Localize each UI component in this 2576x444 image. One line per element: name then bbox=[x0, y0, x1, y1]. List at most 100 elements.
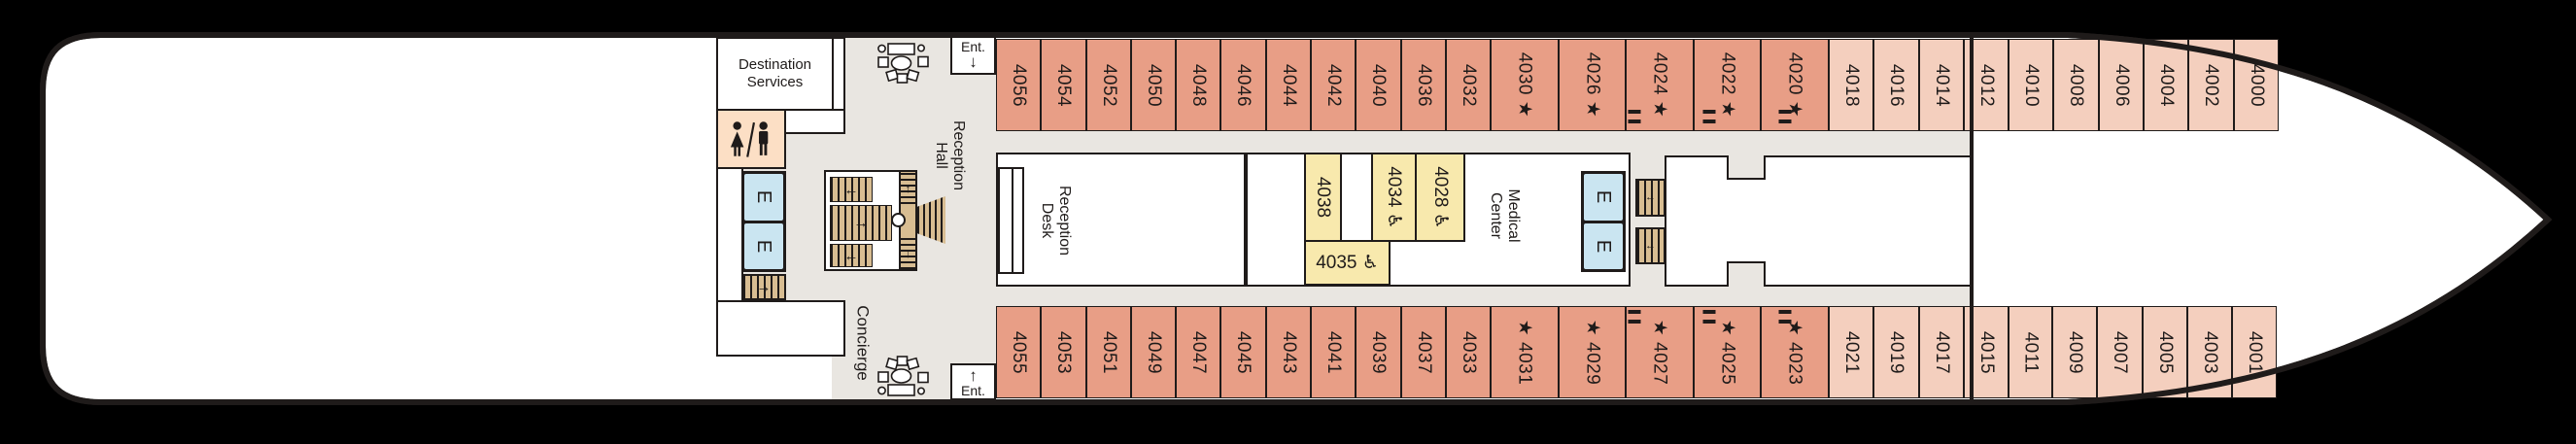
forward-room-a bbox=[1665, 155, 1729, 287]
forward-room-connector bbox=[1727, 178, 1766, 263]
stairs-direction-arrow: ↑ bbox=[905, 181, 911, 195]
stairs-direction-arrow: → bbox=[756, 279, 772, 295]
cabin-4053: 4053 bbox=[1041, 306, 1086, 398]
stair-run-upper: ← bbox=[830, 177, 873, 202]
cabin-4026: 4026 ★ bbox=[1558, 39, 1627, 131]
cabin-4008: 4008 bbox=[2053, 39, 2099, 131]
connecting-rooms-symbol-4014-4012 bbox=[1702, 110, 1716, 123]
cabin-4056: 4056 bbox=[996, 39, 1042, 131]
cabin-4006: 4006 bbox=[2098, 39, 2145, 131]
destination-services-label-line1: Destination bbox=[738, 56, 812, 73]
destination-services-room: Destination Services bbox=[716, 37, 834, 111]
elevator-label: E bbox=[753, 190, 775, 204]
cabin-4007: 4007 bbox=[2097, 306, 2143, 398]
cabin-4000: 4000 bbox=[2233, 39, 2279, 131]
cabin-4028: 4028 ♿ bbox=[1415, 153, 1465, 242]
stairs-direction-arrow: ↓ bbox=[905, 246, 911, 260]
stairs-direction-arrow: ← bbox=[843, 247, 859, 264]
entrance-arrow-down: ↓ bbox=[969, 52, 978, 71]
cabin-4054: 4054 bbox=[1041, 39, 1086, 131]
cabin-4048: 4048 bbox=[1176, 39, 1221, 131]
cabin-4019: 4019 bbox=[1873, 306, 1919, 398]
cabin-4050: 4050 bbox=[1130, 39, 1177, 131]
reception-hall-label: Reception Hall bbox=[933, 120, 967, 191]
elevator: E bbox=[744, 174, 783, 221]
destination-services-label-line2: Services bbox=[746, 74, 804, 90]
stair-run-middle: → bbox=[830, 205, 892, 241]
lounge-furniture-bottom bbox=[877, 356, 929, 396]
cabin-4052: 4052 bbox=[1085, 39, 1131, 131]
medical-center-label: Medical Center bbox=[1488, 188, 1522, 243]
connecting-rooms-symbol-4010-4008 bbox=[1778, 110, 1792, 123]
cabin-4044: 4044 bbox=[1265, 39, 1311, 131]
cabin-4037: 4037 bbox=[1400, 306, 1446, 398]
cabin-4049: 4049 bbox=[1130, 306, 1177, 398]
cabin-4046: 4046 bbox=[1220, 39, 1266, 131]
stair-run-lower: ← bbox=[830, 244, 873, 267]
cabin-4009: 4009 bbox=[2052, 306, 2098, 398]
cabin-4045: 4045 bbox=[1220, 306, 1266, 398]
reception-desk-label: Reception Desk bbox=[1039, 185, 1073, 256]
cabin-4043: 4043 bbox=[1265, 306, 1311, 398]
cabin-4029: ★ 4029 bbox=[1558, 306, 1627, 398]
elevator-label: E bbox=[1593, 239, 1615, 253]
cabin-4021: 4021 bbox=[1829, 306, 1874, 398]
lower-service-room bbox=[716, 300, 845, 357]
restroom-icon bbox=[730, 121, 769, 157]
cabin-4051: 4051 bbox=[1085, 306, 1131, 398]
connecting-rooms-symbol-4021-4019 bbox=[1628, 310, 1641, 324]
elevator: E bbox=[1584, 222, 1623, 269]
cabin-4039: 4039 bbox=[1356, 306, 1401, 398]
entrance-label: Ent. bbox=[961, 382, 985, 398]
cabin-4047: 4047 bbox=[1176, 306, 1221, 398]
service-room bbox=[784, 109, 845, 134]
cabin-4010: 4010 bbox=[2009, 39, 2054, 131]
cabin-4033: 4033 bbox=[1445, 306, 1492, 398]
room-beside-elevators bbox=[716, 167, 743, 303]
cabin-4041: 4041 bbox=[1310, 306, 1357, 398]
stairs-direction-arrow: ← bbox=[843, 181, 859, 198]
reception-desk-room bbox=[996, 153, 1246, 287]
stairs-direction-arrow: ← bbox=[1645, 239, 1656, 252]
elevator-bank-forward: E E bbox=[1581, 171, 1626, 272]
forward-room-b bbox=[1764, 155, 1974, 287]
cabin-4016: 4016 bbox=[1873, 39, 1919, 131]
elevator: E bbox=[744, 222, 783, 269]
cabin-4040: 4040 bbox=[1356, 39, 1401, 131]
elevator-label: E bbox=[1593, 190, 1615, 204]
entrance-bottom: ↑ Ent. bbox=[950, 363, 996, 400]
cabin-4038: 4038 bbox=[1304, 153, 1342, 242]
cabin-4030: 4030 ★ bbox=[1491, 39, 1559, 131]
cabin-4014: 4014 bbox=[1918, 39, 1964, 131]
cabin-4011: 4011 bbox=[2009, 306, 2053, 398]
cabin-4035: 4035 ♿ bbox=[1304, 240, 1391, 286]
cabin-4002: 4002 bbox=[2188, 39, 2234, 131]
cabin-4032: 4032 bbox=[1445, 39, 1492, 131]
connecting-rooms-symbol-4018-4016 bbox=[1628, 110, 1641, 123]
restroom bbox=[716, 109, 786, 169]
cabin-4018: 4018 bbox=[1829, 39, 1874, 131]
concierge-label: Concierge bbox=[853, 305, 873, 381]
lounge-furniture-top bbox=[877, 43, 929, 84]
cabin-4001: 4001 bbox=[2232, 306, 2278, 398]
cabin-4017: 4017 bbox=[1918, 306, 1964, 398]
cabin-4004: 4004 bbox=[2144, 39, 2189, 131]
entrance-label: Ent. bbox=[961, 39, 985, 54]
stair-run-up: ↑ bbox=[901, 172, 915, 204]
stern-floor-patch bbox=[670, 357, 832, 400]
reception-desk-counter bbox=[998, 167, 1024, 274]
cabin-4036: 4036 bbox=[1400, 39, 1446, 131]
stairs-aft-small: → bbox=[741, 274, 786, 300]
entrance-arrow-up: ↑ bbox=[969, 365, 978, 385]
cabin-4034: 4034 ♿ bbox=[1371, 153, 1417, 242]
connecting-rooms-symbol-4011-4009 bbox=[1778, 310, 1792, 324]
connecting-rooms-symbol-4017-4015 bbox=[1702, 310, 1716, 324]
stair-run-down: ↓ bbox=[901, 237, 915, 269]
stairs-forward-upper: ← bbox=[1635, 179, 1666, 217]
cabin-4055: 4055 bbox=[996, 306, 1042, 398]
forward-bulkhead bbox=[1970, 37, 1974, 400]
entrance-top: Ent. ↓ bbox=[950, 35, 996, 75]
